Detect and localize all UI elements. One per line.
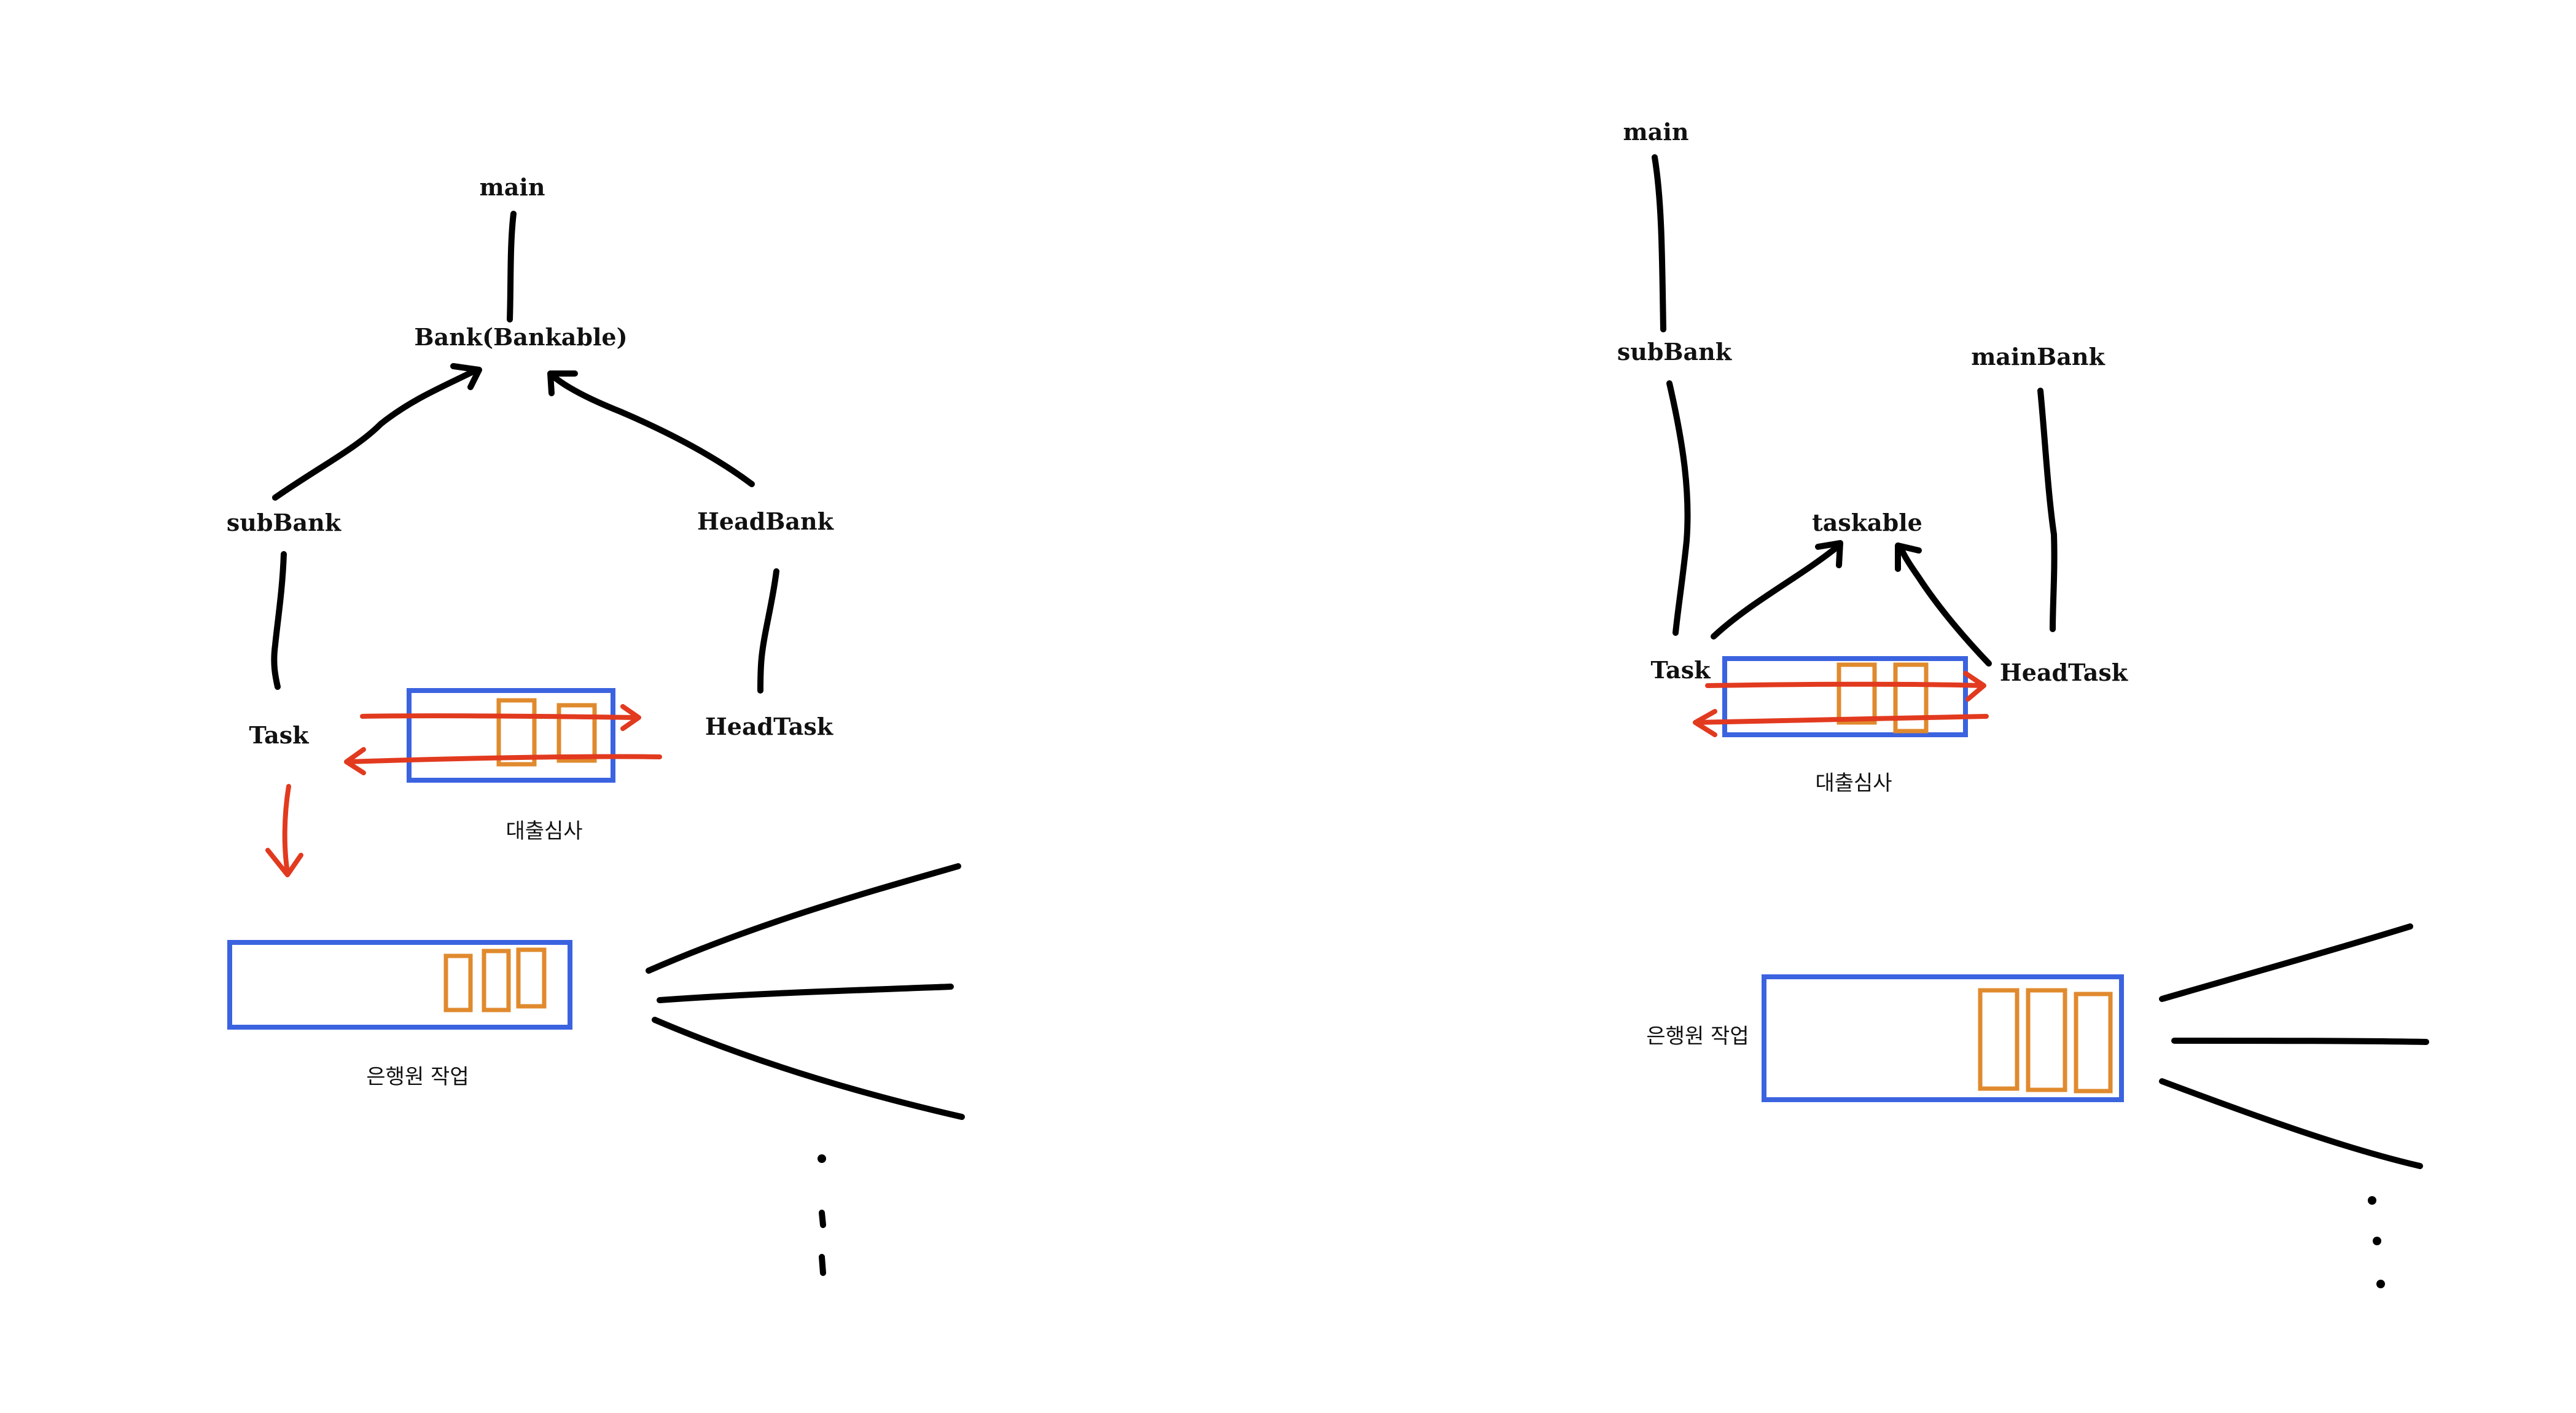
right-subbank-task-line: [1666, 380, 1691, 636]
right-ellipsis-dot: [2368, 1196, 2376, 1205]
right-mainbank-headtask-line: [2037, 388, 2058, 632]
right-teller-work-label: 은행원 작업: [1646, 1024, 1749, 1049]
right-headtask-label: HeadTask: [2000, 659, 2128, 686]
left-task-to-teller-arrowhead: [265, 848, 303, 877]
right-fan-line: [2171, 1038, 2429, 1045]
right-teller-queue-box: [1762, 974, 2124, 1102]
left-fan-line: [646, 863, 961, 974]
left-ellipsis-dash: [819, 1210, 826, 1228]
right-fan-line: [2159, 1078, 2423, 1169]
left-loan-review-label: 대출심사: [505, 819, 582, 843]
left-headtask-label: HeadTask: [705, 713, 833, 740]
left-teller-queue-item: [516, 947, 547, 1009]
right-loan-queue-box: [1722, 656, 1968, 737]
left-diagram: main Bank(Bankable) subBank HeadBank Tas…: [227, 173, 965, 1276]
right-task-arrowhead: [1815, 540, 1843, 568]
right-teller-queue-item: [2026, 988, 2067, 1092]
right-subbank-label: subBank: [1617, 338, 1732, 366]
right-ellipsis-dot: [2373, 1237, 2381, 1245]
right-task-label: Task: [1651, 656, 1711, 684]
left-loan-queue-item: [556, 703, 597, 763]
left-loan-arrow-left: [345, 754, 662, 764]
right-loan-arrow-left-head: [1693, 709, 1717, 737]
left-teller-queue-box: [227, 940, 572, 1030]
left-main-bank-line: [507, 211, 517, 323]
left-ellipsis-dash: [819, 1254, 826, 1276]
right-loan-arrow-left: [1694, 714, 1989, 725]
left-headbank-label: HeadBank: [697, 507, 834, 535]
right-task-to-taskable-arrow: [1711, 542, 1842, 640]
left-headbank-headtask-line: [757, 568, 779, 694]
right-loan-queue-item: [1893, 662, 1929, 734]
right-loan-review-label: 대출심사: [1815, 771, 1892, 796]
left-fan-line: [657, 984, 954, 1003]
right-headtask-to-taskable-arrow: [1897, 544, 1992, 667]
right-diagram: main subBank mainBank taskable Task Head…: [1617, 118, 2429, 1288]
left-main-label: main: [480, 173, 545, 201]
right-fan-line: [2159, 923, 2413, 1002]
right-mainbank-label: mainBank: [1971, 343, 2105, 370]
right-main-subbank-line: [1652, 154, 1666, 332]
right-taskable-label: taskable: [1812, 509, 1922, 536]
left-headbank-arrowhead: [547, 370, 578, 396]
left-loan-arrow-right: [360, 713, 639, 720]
left-task-to-teller-arrow: [282, 784, 291, 875]
left-teller-queue-item: [482, 949, 511, 1012]
left-task-label: Task: [249, 721, 310, 749]
right-loan-arrow-right-head: [1963, 671, 1986, 702]
left-subbank-label: subBank: [227, 509, 342, 536]
left-loan-queue-item: [496, 698, 537, 767]
left-subbank-task-line: [271, 551, 287, 690]
left-subbank-to-bank-arrow: [272, 367, 480, 501]
right-teller-queue-item: [2074, 992, 2113, 1094]
left-teller-queue-item: [443, 953, 473, 1012]
left-headbank-to-bank-arrow: [548, 372, 755, 487]
right-headtask-arrowhead: [1895, 542, 1922, 572]
left-subbank-arrowhead: [450, 363, 482, 390]
right-teller-queue-item: [1978, 988, 2020, 1091]
left-loan-arrow-right-head: [620, 704, 641, 731]
left-fan-line: [652, 1017, 965, 1120]
left-bank-label: Bank(Bankable): [414, 323, 627, 351]
left-loan-arrow-left-head: [344, 747, 366, 775]
right-loan-queue-item: [1836, 662, 1877, 725]
left-loan-queue-box: [407, 688, 615, 783]
right-loan-arrow-right: [1705, 681, 1984, 688]
left-teller-work-label: 은행원 작업: [366, 1065, 469, 1089]
right-ellipsis-dot: [2376, 1280, 2385, 1288]
right-main-label: main: [1623, 118, 1689, 146]
left-ellipsis-dot: [818, 1154, 826, 1163]
